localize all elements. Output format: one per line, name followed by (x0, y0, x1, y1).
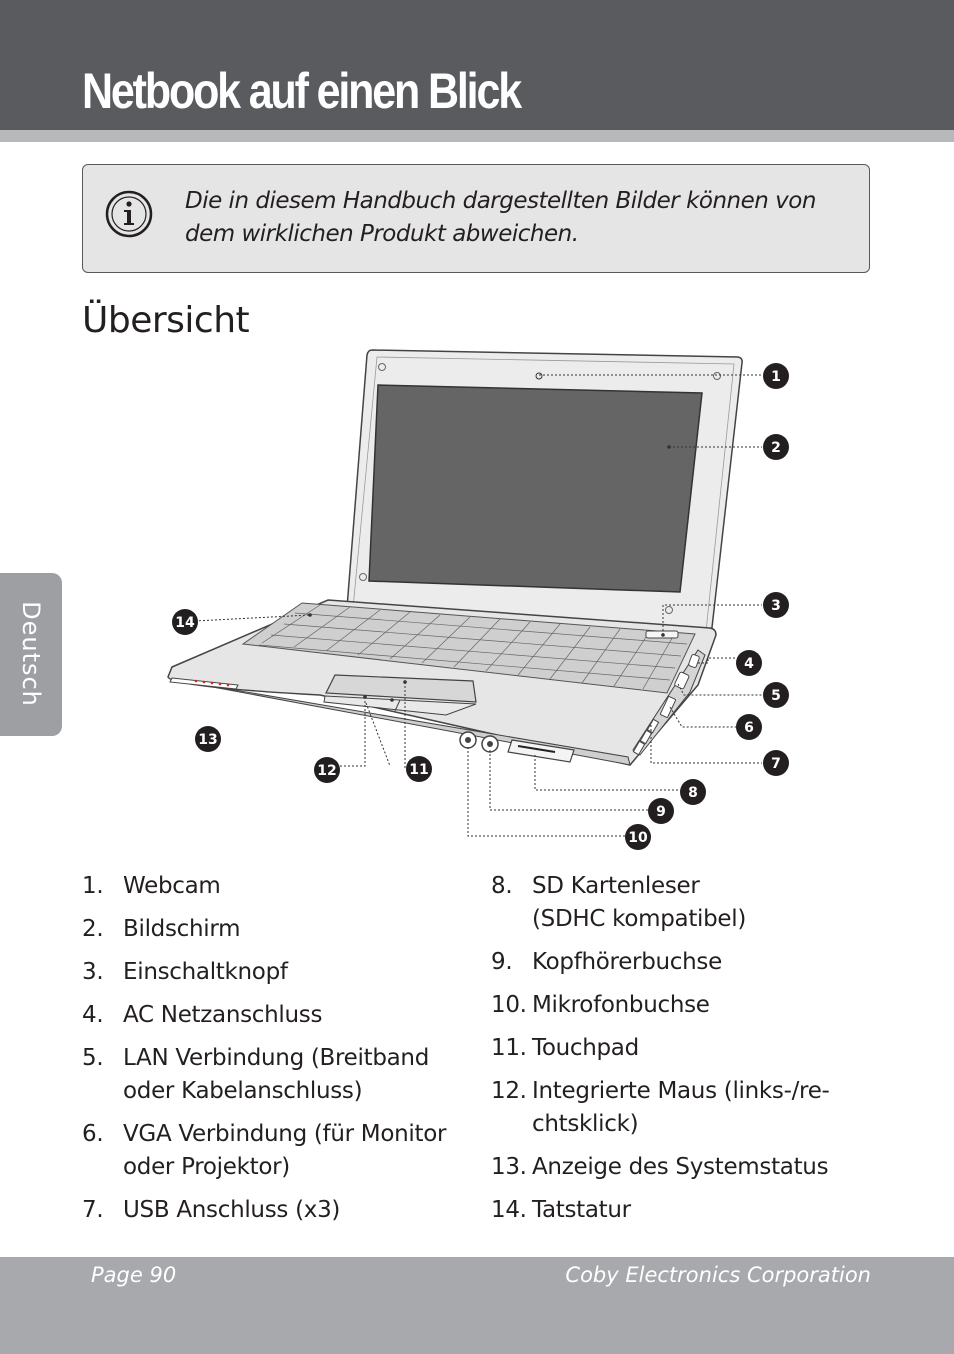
note-text: Die in diesem Handbuch dargestellten Bil… (185, 188, 816, 247)
netbook-illustration: 1 2 3 4 5 6 7 8 (167, 349, 789, 850)
language-tab-label: Deutsch (17, 601, 45, 707)
callout-13: 13 (195, 726, 221, 752)
svg-text:9: 9 (656, 804, 666, 820)
item-text: Webcam (123, 873, 221, 899)
svg-text:14: 14 (175, 615, 195, 631)
page-footer: Page 90 Coby Electronics Corporation (0, 1257, 954, 1354)
item-number: 1. (82, 873, 104, 899)
item-number: 10. (491, 992, 527, 1018)
item-number: 7. (82, 1197, 104, 1223)
item-number: 3. (82, 959, 104, 985)
list-item: 3. Einschaltknopf (82, 956, 462, 989)
callout-4: 4 (736, 650, 762, 676)
item-number: 5. (82, 1045, 104, 1071)
item-text: LAN Verbindung (Breitband oder Kabelansc… (123, 1045, 430, 1104)
language-tab: Deutsch (0, 573, 62, 736)
item-number: 9. (491, 949, 513, 975)
item-number: 4. (82, 1002, 104, 1028)
callout-5: 5 (763, 682, 789, 708)
item-text: Touchpad (532, 1035, 639, 1061)
callout-9: 9 (648, 798, 674, 824)
callout-10: 10 (625, 824, 651, 850)
component-list-right: 8. SD Kartenleser (SDHC kompatibel) 9. Kop… (491, 870, 871, 1237)
note-box: Die in diesem Handbuch dargestellten Bil… (82, 164, 870, 273)
svg-text:1: 1 (771, 369, 781, 385)
list-item: 12.Integrierte Maus (links-/re- chtsklic… (491, 1075, 871, 1141)
header-stripe (0, 130, 954, 142)
list-item: 6. VGA Verbindung (für Monitor oder Proje… (82, 1118, 462, 1184)
item-number: 2. (82, 916, 104, 942)
item-text: Kopfhörerbuchse (532, 949, 722, 975)
callout-7: 7 (763, 750, 789, 776)
list-item: 9. Kopfhörerbuchse (491, 946, 871, 979)
svg-text:2: 2 (771, 440, 781, 456)
list-item: 10.Mikrofonbuchse (491, 989, 871, 1022)
item-text: Mikrofonbuchse (532, 992, 710, 1018)
callout-2: 2 (763, 434, 789, 460)
svg-text:12: 12 (317, 763, 336, 779)
list-item: 14.Tatstatur (491, 1194, 871, 1227)
page-number: Page 90 (91, 1263, 177, 1287)
callout-8: 8 (680, 779, 706, 805)
svg-text:6: 6 (744, 720, 754, 736)
callout-6: 6 (736, 714, 762, 740)
svg-text:8: 8 (688, 785, 698, 801)
item-text: Einschaltknopf (123, 959, 288, 985)
callout-14: 14 (172, 609, 198, 635)
item-text: Integrierte Maus (links-/re- chtsklick) (532, 1078, 830, 1137)
list-item: 8. SD Kartenleser (SDHC kompatibel) (491, 870, 871, 936)
item-text: SD Kartenleser (SDHC kompatibel) (532, 873, 747, 932)
component-list-left: 1. Webcam 2. Bildschirm 3. Einschaltknopf 4… (82, 870, 462, 1237)
callout-1: 1 (763, 363, 789, 389)
svg-text:13: 13 (198, 732, 217, 748)
list-item: 5. LAN Verbindung (Breitband oder Kabelan… (82, 1042, 462, 1108)
page-title: Netbook auf einen Blick (82, 63, 522, 119)
item-number: 6. (82, 1121, 104, 1147)
callout-11: 11 (406, 756, 432, 782)
svg-text:4: 4 (744, 656, 754, 672)
item-number: 11. (491, 1035, 527, 1061)
svg-text:5: 5 (771, 688, 781, 704)
svg-text:10: 10 (628, 830, 648, 846)
item-text: Anzeige des Systemstatus (532, 1154, 829, 1180)
item-text: VGA Verbindung (für Monitor oder Projekt… (123, 1121, 447, 1180)
item-text: USB Anschluss (x3) (123, 1197, 341, 1223)
list-item: 7. USB Anschluss (x3) (82, 1194, 462, 1227)
callout-12: 12 (314, 757, 340, 783)
list-item: 4. AC Netzanschluss (82, 999, 462, 1032)
item-number: 13. (491, 1154, 527, 1180)
item-number: 8. (491, 873, 513, 899)
company-name: Coby Electronics Corporation (565, 1263, 871, 1287)
callout-3: 3 (763, 592, 789, 618)
svg-text:3: 3 (771, 598, 781, 614)
svg-text:11: 11 (409, 762, 428, 778)
list-item: 11.Touchpad (491, 1032, 871, 1065)
list-item: 13.Anzeige des Systemstatus (491, 1151, 871, 1184)
netbook-figure: 1 2 3 4 5 6 7 8 (150, 345, 810, 855)
info-icon (105, 190, 153, 238)
item-text: Bildschirm (123, 916, 241, 942)
list-item: 1. Webcam (82, 870, 462, 903)
item-text: Tatstatur (532, 1197, 631, 1223)
item-number: 14. (491, 1197, 527, 1223)
section-heading: Übersicht (82, 300, 250, 341)
svg-text:7: 7 (771, 756, 781, 772)
list-item: 2. Bildschirm (82, 913, 462, 946)
page-header: Netbook auf einen Blick (0, 0, 954, 130)
item-number: 12. (491, 1078, 527, 1104)
item-text: AC Netzanschluss (123, 1002, 323, 1028)
